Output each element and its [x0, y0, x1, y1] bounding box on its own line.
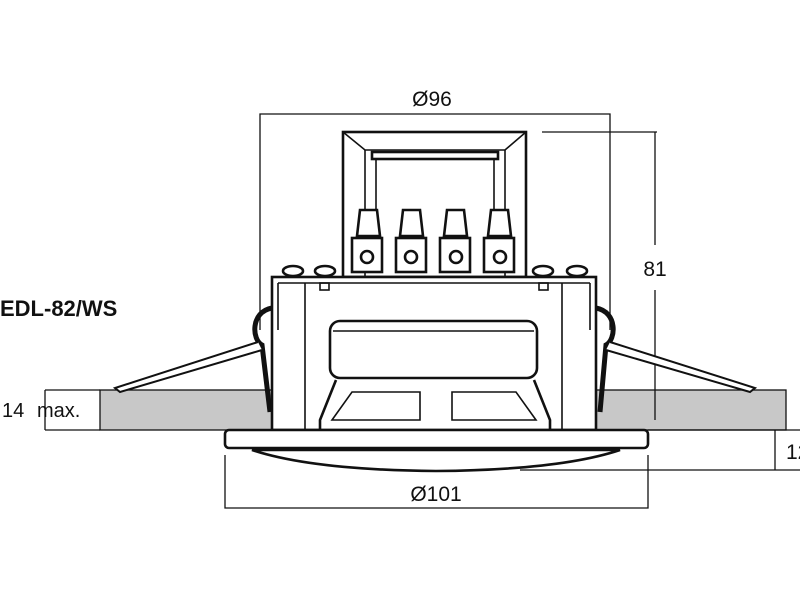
dimension-ceiling-thickness: 14 max.	[2, 389, 100, 431]
terminal-block	[350, 208, 516, 274]
label-flange-height: 12	[786, 441, 800, 464]
terminal-3	[438, 208, 472, 274]
speaker-basket	[318, 379, 552, 432]
spring-clip-right	[595, 305, 758, 413]
label-ceiling-thickness-suffix: max.	[37, 400, 80, 422]
magnet	[328, 319, 539, 380]
terminal-1	[350, 208, 384, 274]
dimension-flange-height: 12	[520, 429, 800, 471]
label-top-diameter: Ø96	[412, 88, 452, 111]
label-height: 81	[643, 258, 666, 281]
front-flange	[223, 428, 650, 473]
terminal-4	[482, 208, 516, 274]
screws	[281, 264, 589, 278]
model-name: EDL-82/WS	[0, 296, 117, 321]
dimension-top-diameter: Ø96	[259, 88, 611, 330]
terminal-2	[394, 208, 428, 274]
ceiling-section	[99, 389, 787, 431]
dimension-flange-diameter: Ø101	[224, 455, 649, 509]
dimension-height: 81	[542, 131, 667, 420]
label-ceiling-thickness: 14	[2, 400, 24, 422]
label-flange-diameter: Ø101	[410, 483, 461, 506]
spring-clip-left	[112, 305, 273, 413]
